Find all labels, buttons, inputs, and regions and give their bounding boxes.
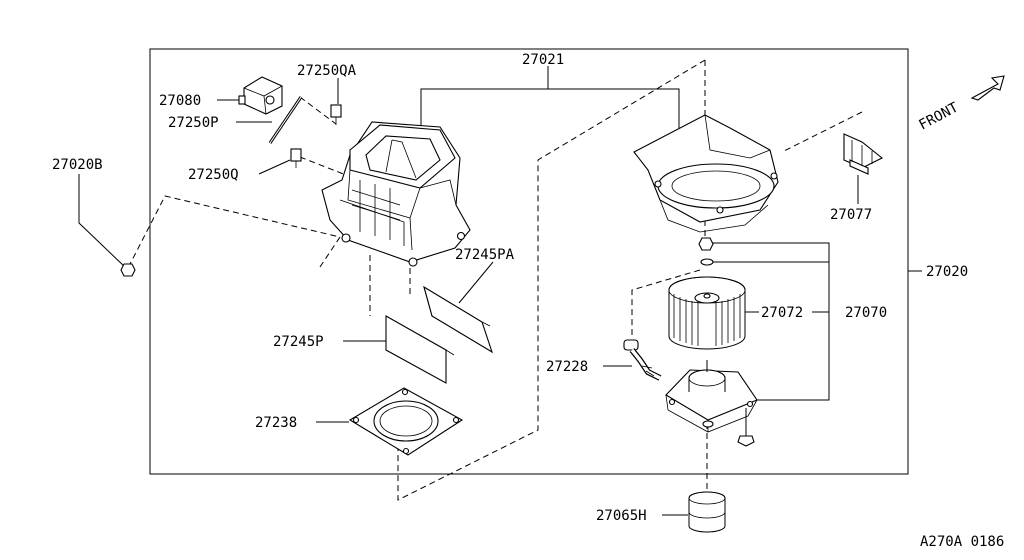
label-27065H: 27065H: [596, 508, 647, 524]
actuator-27080: [238, 76, 283, 115]
label-27020B: 27020B: [52, 157, 103, 173]
clip-27250Q: [290, 148, 302, 168]
front-arrow-icon: [970, 75, 1005, 101]
label-27080: 27080: [159, 93, 201, 109]
label-27250P: 27250P: [168, 115, 219, 131]
label-front: FRONT: [916, 99, 961, 133]
link-rod-27250P: [268, 96, 303, 144]
gasket-27238: [348, 387, 464, 456]
label-27238: 27238: [255, 415, 297, 431]
leader-lines: [78, 66, 922, 516]
label-27245PA: 27245PA: [455, 247, 515, 263]
screw: [737, 408, 755, 447]
blower-fan-27072: [668, 276, 746, 350]
door-27245P: [385, 315, 455, 384]
label-27250QA: 27250QA: [297, 63, 357, 79]
cooling-duct-27228: [623, 339, 662, 381]
resistor-27077: [843, 133, 884, 175]
label-27070: 27070: [845, 305, 887, 321]
grommet-27065H: [688, 491, 726, 533]
assembly-dashed-lines: [127, 59, 863, 501]
label-27250Q: 27250Q: [188, 167, 239, 183]
nut-washer: [698, 237, 714, 266]
part-labels: 27021 27250QA 27080 27250P 27250Q 27020B…: [52, 52, 1004, 550]
diagram-reference-code: A270A 0186: [920, 534, 1004, 550]
assembly-frame: [149, 48, 909, 475]
blower-motor: [665, 360, 758, 433]
scroll-case: [633, 114, 779, 233]
intake-housing-27021: [321, 121, 471, 267]
label-27021: 27021: [522, 52, 564, 68]
label-27020: 27020: [926, 264, 968, 280]
nut-27020B: [120, 263, 136, 277]
label-27077: 27077: [830, 207, 872, 223]
clip-27250QA: [330, 104, 342, 125]
door-27245PA: [423, 285, 493, 354]
label-27072: 27072: [761, 305, 803, 321]
label-27228: 27228: [546, 359, 588, 375]
label-27245P: 27245P: [273, 334, 324, 350]
